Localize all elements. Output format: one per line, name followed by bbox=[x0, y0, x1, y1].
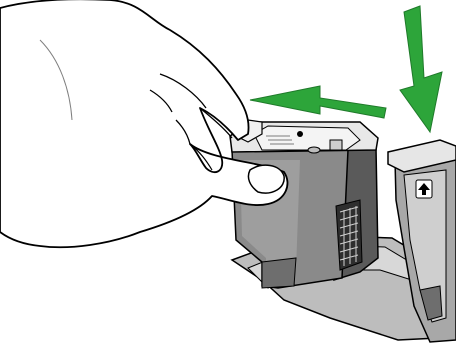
cartridge-top-label bbox=[254, 126, 360, 150]
cartridge-top-detail-2 bbox=[308, 147, 320, 153]
left-arrow bbox=[250, 86, 386, 118]
arrows bbox=[250, 6, 442, 132]
down-arrow bbox=[400, 6, 442, 132]
cartridge-nozzle-base bbox=[262, 258, 296, 288]
cartridge-contacts bbox=[336, 200, 362, 270]
cartridge-top-detail-1 bbox=[330, 140, 342, 150]
cartridge-ink-hole bbox=[297, 131, 303, 137]
thumb-nail bbox=[248, 165, 284, 193]
